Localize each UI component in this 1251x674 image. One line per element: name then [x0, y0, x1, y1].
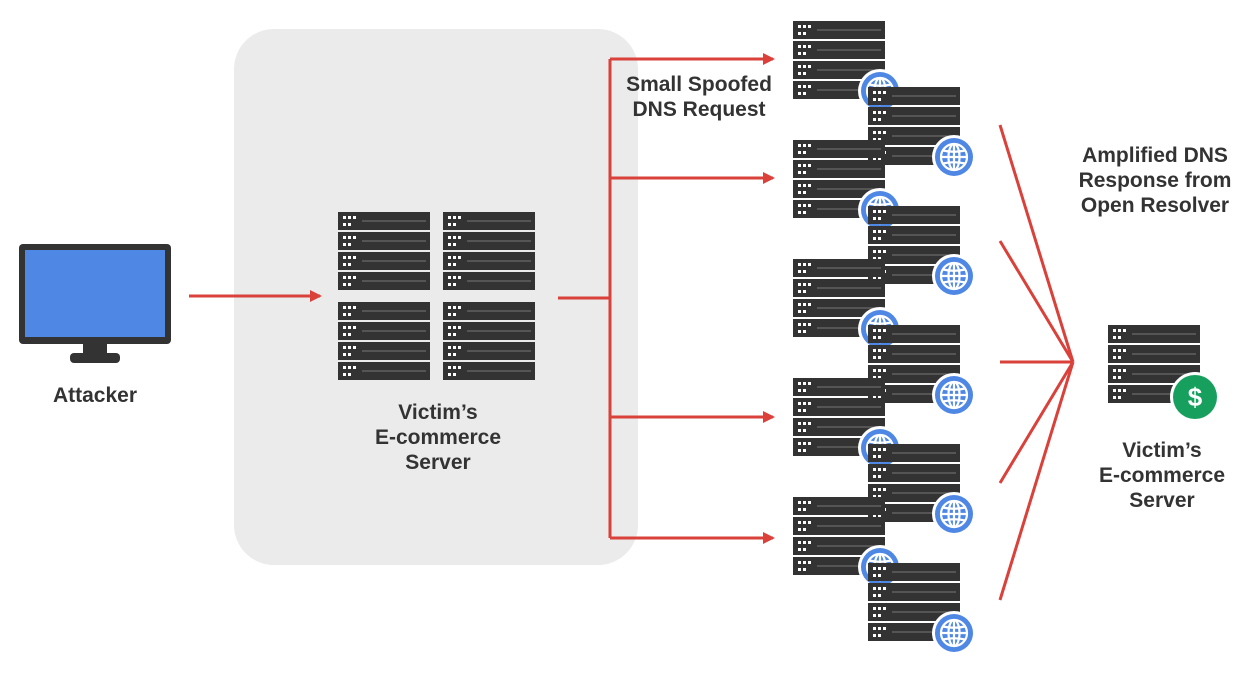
- victim-server-panel: [234, 29, 638, 565]
- globe-icon: [930, 133, 978, 181]
- amplified-response-label: Amplified DNS Response from Open Resolve…: [1078, 144, 1232, 217]
- victim-server-label: Victim’s E-commerce Server: [374, 401, 502, 474]
- monitor-icon: [19, 244, 171, 363]
- victim-server-icon: $: [1107, 324, 1220, 422]
- svg-text:$: $: [1188, 382, 1203, 412]
- globe-icon: [930, 490, 978, 538]
- resolver-server-10: [867, 562, 978, 657]
- globe-icon: [930, 371, 978, 419]
- globe-icon: [930, 252, 978, 300]
- victim-target-label: Victim’s E-commerce Server: [1098, 439, 1226, 512]
- attacker-label: Attacker: [52, 384, 138, 407]
- open-resolver-servers: [792, 20, 978, 657]
- globe-icon: [930, 609, 978, 657]
- spoofed-request-arrows: [558, 53, 775, 544]
- spoofed-request-label: Small Spoofed DNS Request: [626, 73, 772, 121]
- amplified-response-lines: [998, 124, 1075, 601]
- dollar-badge-icon: $: [1170, 372, 1220, 422]
